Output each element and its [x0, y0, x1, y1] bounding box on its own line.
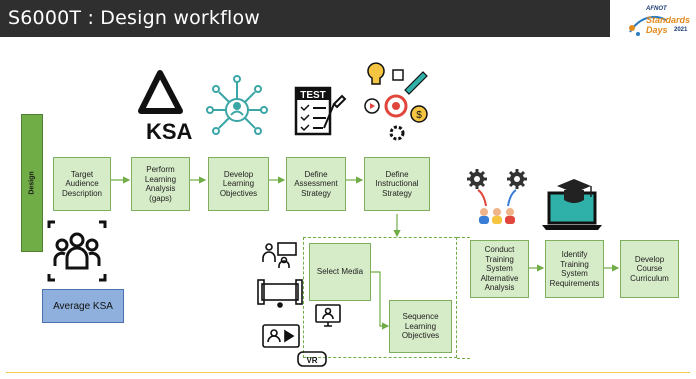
vr-headset-label: VR [306, 356, 317, 365]
step-assessment-strategy: Define Assessment Strategy [286, 157, 346, 211]
film-screen-icon [257, 279, 303, 308]
step-sequence-objectives: Sequence Learning Objectives [389, 300, 452, 353]
group-connector-top [457, 237, 470, 238]
footer-divider [6, 372, 690, 373]
team-icon [47, 220, 107, 282]
event-logo: AFNOT Standards Days 2021 [626, 6, 692, 40]
logo-word-text: Standards Days [646, 15, 691, 35]
presenter-icon [262, 242, 297, 268]
video-call-icon [262, 324, 300, 348]
logo-year-text: 2021 [674, 27, 688, 33]
test-sheet-title: TEST [300, 90, 326, 101]
logo-swoosh-icon [629, 15, 667, 36]
instructional-strategy-group [303, 237, 457, 358]
delta-icon [138, 70, 183, 114]
step-instructional-strategy: Define Instructional Strategy [364, 157, 430, 211]
page-title: S6000T : Design workflow [8, 7, 261, 29]
strategy-cluster-icon: $ [364, 62, 428, 141]
step-course-curriculum: Develop Course Curriculum [620, 240, 679, 298]
step-system-requirements: Identify Training System Requirements [545, 240, 604, 298]
elearning-laptop-icon [542, 179, 602, 230]
vr-headset-icon: VR [297, 351, 327, 367]
svg-text:$: $ [416, 110, 422, 121]
step-target-audience: Target Audience Description [53, 157, 111, 211]
step-learning-analysis: Perform Learning Analysis (gaps) [131, 157, 190, 211]
average-ksa-box: Average KSA [42, 289, 124, 323]
test-sheet-icon: TEST [294, 86, 347, 136]
screen-person-icon [315, 304, 341, 327]
network-person-icon [206, 75, 268, 135]
design-phase-bar: Design [21, 114, 43, 252]
gears-people-icon [467, 169, 527, 224]
step-learning-objectives: Develop Learning Objectives [208, 157, 269, 211]
ksa-label: KSA [146, 119, 193, 144]
connector-arrow [371, 271, 390, 330]
step-select-media: Select Media [309, 243, 371, 301]
group-connector-bottom [457, 358, 470, 359]
step-alternative-analysis: Conduct Training System Alternative Anal… [470, 240, 529, 298]
title-bar: S6000T : Design workflow [0, 0, 610, 37]
logo-sub-text: AFNOT [646, 6, 667, 12]
